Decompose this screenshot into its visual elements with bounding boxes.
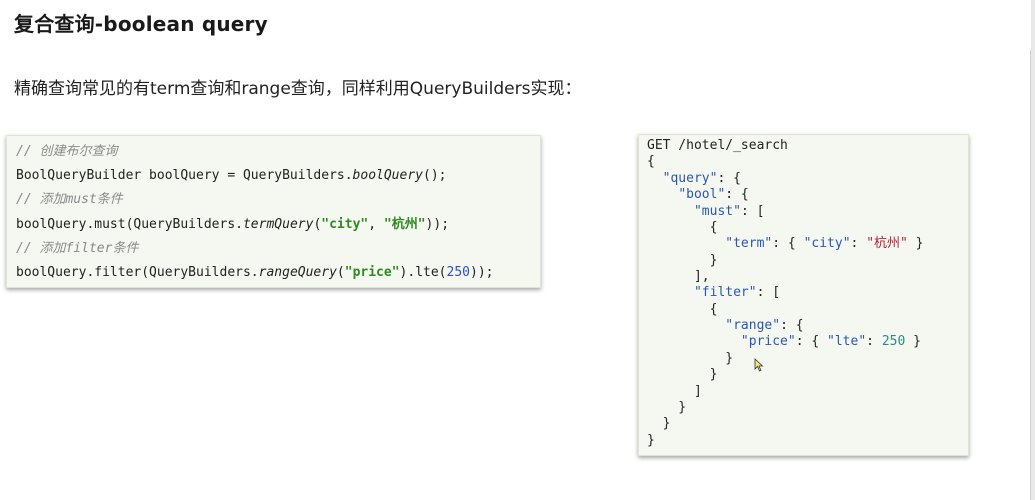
dsl-request-line: GET /hotel/_search xyxy=(647,138,788,153)
dsl-key-price: "price" xyxy=(740,334,796,349)
code-method-rangequery: rangeQuery xyxy=(258,265,337,280)
code-string-hangzhou: "杭州" xyxy=(383,217,426,232)
code-token: (); xyxy=(423,168,447,183)
dsl-key-range: "range" xyxy=(725,318,781,333)
code-token: ).lte( xyxy=(399,265,447,280)
dsl-key-must: "must" xyxy=(693,204,741,219)
code-number-250: 250 xyxy=(446,265,470,280)
code-line-filter: boolQuery.filter(QueryBuilders.rangeQuer… xyxy=(16,264,493,282)
dsl-key-filter: "filter" xyxy=(693,285,757,300)
dsl-line: "bool": { xyxy=(678,187,749,202)
right-scroll-edge xyxy=(1031,0,1035,500)
dsl-line: } xyxy=(647,433,655,448)
code-string-city: "city" xyxy=(321,217,369,232)
dsl-value-city: "杭州" xyxy=(866,236,908,251)
code-token: , xyxy=(368,217,384,232)
code-token: )); xyxy=(425,217,450,232)
dsl-line: ] xyxy=(647,384,702,399)
dsl-line: "term": { "city": "杭州" } xyxy=(725,236,924,251)
dsl-code-block: GET /hotel/_search { "query": { "bool": … xyxy=(638,134,969,456)
dsl-line: "range": { xyxy=(725,318,804,333)
dsl-line: { xyxy=(647,302,718,317)
dsl-line: "filter": [ xyxy=(693,285,781,300)
code-token: )); xyxy=(470,265,494,280)
dsl-line: "price": { "lte": 250 } xyxy=(740,334,921,349)
code-token: boolQuery.filter(QueryBuilders. xyxy=(16,265,259,280)
code-comment-filter: // 添加filter条件 xyxy=(16,241,139,256)
dsl-key-city: "city" xyxy=(803,236,851,251)
code-line-must: boolQuery.must(QueryBuilders.termQuery("… xyxy=(16,216,449,234)
code-token: ( xyxy=(313,217,322,232)
code-comment-must: // 添加must条件 xyxy=(16,192,123,207)
code-method-termquery: termQuery xyxy=(242,217,314,232)
dsl-key-term: "term" xyxy=(725,236,773,251)
dsl-key-bool: "bool" xyxy=(678,187,726,202)
dsl-line: } xyxy=(647,367,718,382)
code-line-boolquery: BoolQueryBuilder boolQuery = QueryBuilde… xyxy=(16,167,446,185)
page-title: 复合查询-boolean query xyxy=(14,12,268,36)
code-token: boolQuery.must(QueryBuilders. xyxy=(16,217,243,232)
dsl-value-lte: 250 xyxy=(881,334,906,349)
code-comment-create-bool: // 创建布尔查询 xyxy=(16,144,118,159)
dsl-key-query: "query" xyxy=(662,171,718,186)
dsl-line: "must": [ xyxy=(693,204,765,219)
mouse-cursor-icon xyxy=(754,358,764,372)
code-token: BoolQueryBuilder boolQuery = QueryBuilde… xyxy=(16,168,353,183)
dsl-key-lte: "lte" xyxy=(827,334,867,349)
dsl-line: } xyxy=(647,351,734,366)
dsl-line: { xyxy=(647,220,718,235)
dsl-line: "query": { xyxy=(662,171,741,186)
dsl-line: ], xyxy=(647,269,710,284)
page-subtitle: 精确查询常见的有term查询和range查询，同样利用QueryBuilders… xyxy=(14,79,582,99)
dsl-line: } xyxy=(647,416,671,431)
dsl-line: { xyxy=(647,154,655,169)
code-string-price: "price" xyxy=(344,265,400,280)
dsl-line: } xyxy=(647,253,718,268)
right-divider-line xyxy=(1030,50,1031,500)
java-code-block: // 创建布尔查询 BoolQueryBuilder boolQuery = Q… xyxy=(6,135,541,288)
dsl-line: } xyxy=(647,400,687,415)
code-token: ( xyxy=(336,265,345,280)
code-method-boolquery: boolQuery xyxy=(352,168,423,183)
